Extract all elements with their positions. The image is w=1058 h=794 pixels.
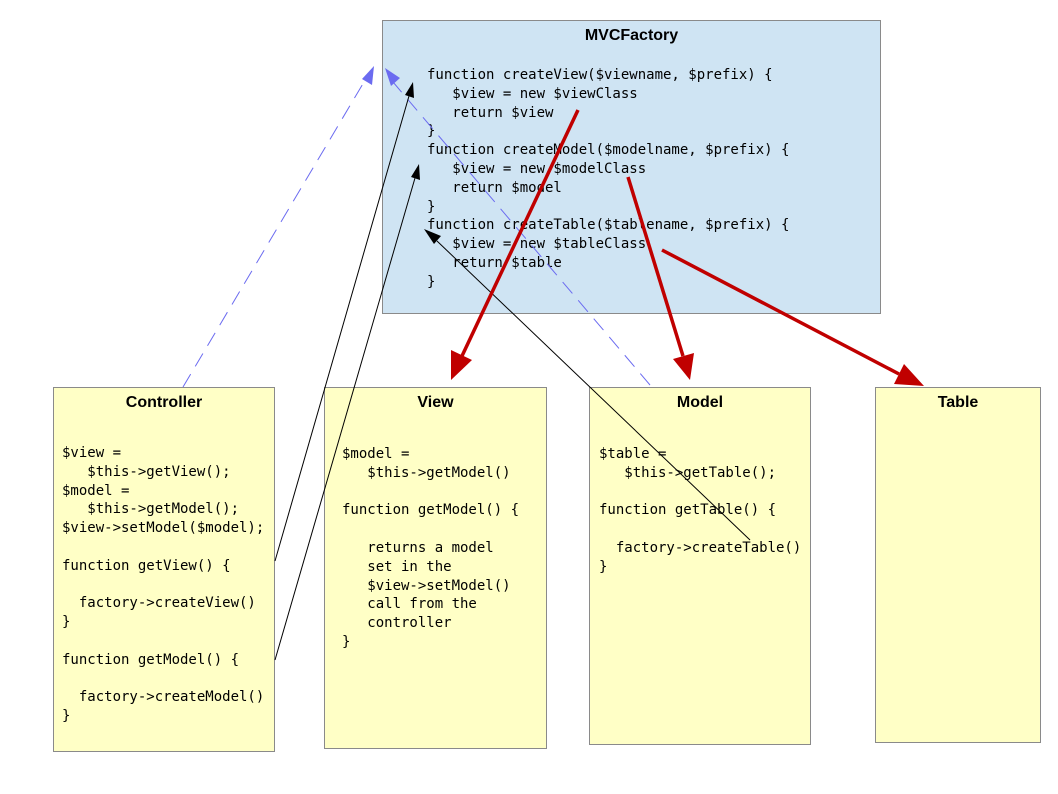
getview-call-arrowhead (405, 82, 414, 98)
getmodel-call-arrow (274, 177, 416, 661)
getview-call-arrow (274, 95, 410, 562)
create-table-arrowhead (894, 364, 924, 386)
controller-extends-arrowhead (362, 66, 374, 85)
gettable-call-arrow (436, 240, 751, 541)
mvcfactory-code: function createView($viewname, $prefix) … (427, 67, 790, 290)
getmodel-call-arrowhead (411, 164, 420, 180)
gettable-call-arrowhead (424, 229, 441, 244)
view-title: View (417, 394, 454, 411)
controller-box: Controller $view = $this->getView(); $mo… (53, 387, 275, 752)
create-model-arrowhead (673, 353, 694, 380)
table-title: Table (937, 394, 979, 411)
table-box: Table (875, 387, 1041, 743)
view-code: $model = $this->getModel() function getM… (342, 446, 520, 650)
create-view-arrowhead (451, 350, 472, 380)
mvcfactory-box: MVCFactory function createView($viewname… (382, 20, 881, 314)
create-view-arrow (460, 109, 580, 357)
model-box: Model $table = $this->getTable(); functi… (589, 387, 811, 745)
controller-code: $view = $this->getView(); $model = $this… (62, 445, 265, 725)
create-table-arrow (661, 248, 900, 376)
controller-extends-arrow (182, 81, 365, 388)
model-extends-arrowhead (385, 68, 400, 86)
controller-title: Controller (125, 394, 203, 411)
view-box: View $model = $this->getModel() function… (324, 387, 547, 749)
model-code: $table = $this->getTable(); function get… (599, 446, 802, 575)
model-title: Model (676, 394, 724, 411)
mvcfactory-title: MVCFactory (584, 27, 679, 44)
create-model-arrow (626, 176, 685, 357)
